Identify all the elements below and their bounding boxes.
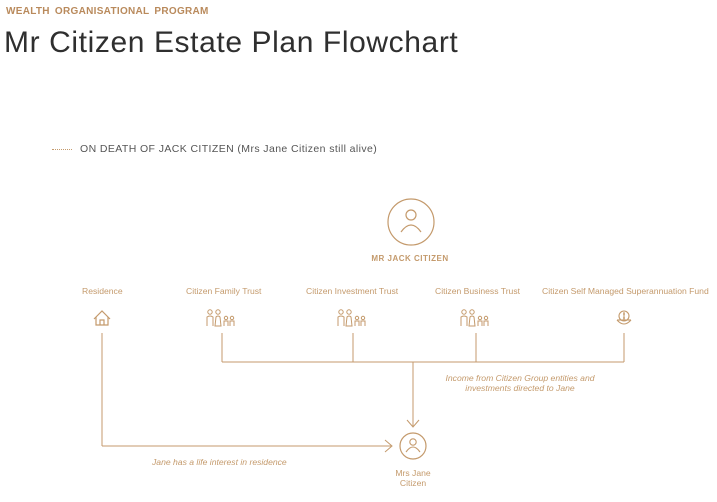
legend-dotted-line [52, 148, 72, 150]
entity-label: Residence [82, 286, 123, 296]
family-group-icon [460, 309, 489, 327]
eyebrow-label: WEALTH ORGANISATIONAL PROGRAM [6, 6, 209, 17]
family-group-icon [337, 309, 366, 327]
family-group-icon [206, 309, 235, 327]
entity-label: Citizen Business Trust [435, 286, 521, 296]
recipient-label-line-1: Mrs Jane [395, 468, 431, 478]
legend-text: ON DEATH OF JACK CITIZEN (Mrs Jane Citiz… [80, 143, 378, 155]
recipient-label: Mrs Jane Citizen [383, 468, 443, 488]
entity-label: Citizen Family Trust [186, 286, 262, 296]
top-person-icon [387, 198, 435, 246]
recipient-label-line-2: Citizen [399, 478, 427, 488]
legend: ON DEATH OF JACK CITIZEN (Mrs Jane Citiz… [52, 143, 377, 155]
income-note-line-2: investments directed to Jane [465, 383, 575, 393]
residence-note: Jane has a life interest in residence [152, 457, 287, 467]
nest-egg-icon [616, 310, 632, 325]
entity-family-trust: Citizen Family Trust [186, 286, 261, 296]
recipient-person-icon [399, 432, 427, 460]
entity-investment-trust: Citizen Investment Trust [306, 286, 398, 296]
income-note: Income from Citizen Group entities and i… [425, 373, 615, 393]
connector-lines [101, 333, 625, 453]
entity-business-trust: Citizen Business Trust [435, 286, 520, 296]
entity-label: Citizen Self Managed Superannuation Fund [542, 286, 709, 296]
income-note-line-1: Income from Citizen Group entities and [445, 373, 595, 383]
top-person-label: MR JACK CITIZEN [371, 254, 449, 263]
entity-residence: Residence [82, 286, 123, 296]
entity-label: Citizen Investment Trust [306, 286, 399, 296]
house-icon [93, 310, 111, 326]
page-title: Mr Citizen Estate Plan Flowchart [4, 26, 459, 59]
entity-smsf: Citizen Self Managed Superannuation Fund [542, 286, 709, 296]
